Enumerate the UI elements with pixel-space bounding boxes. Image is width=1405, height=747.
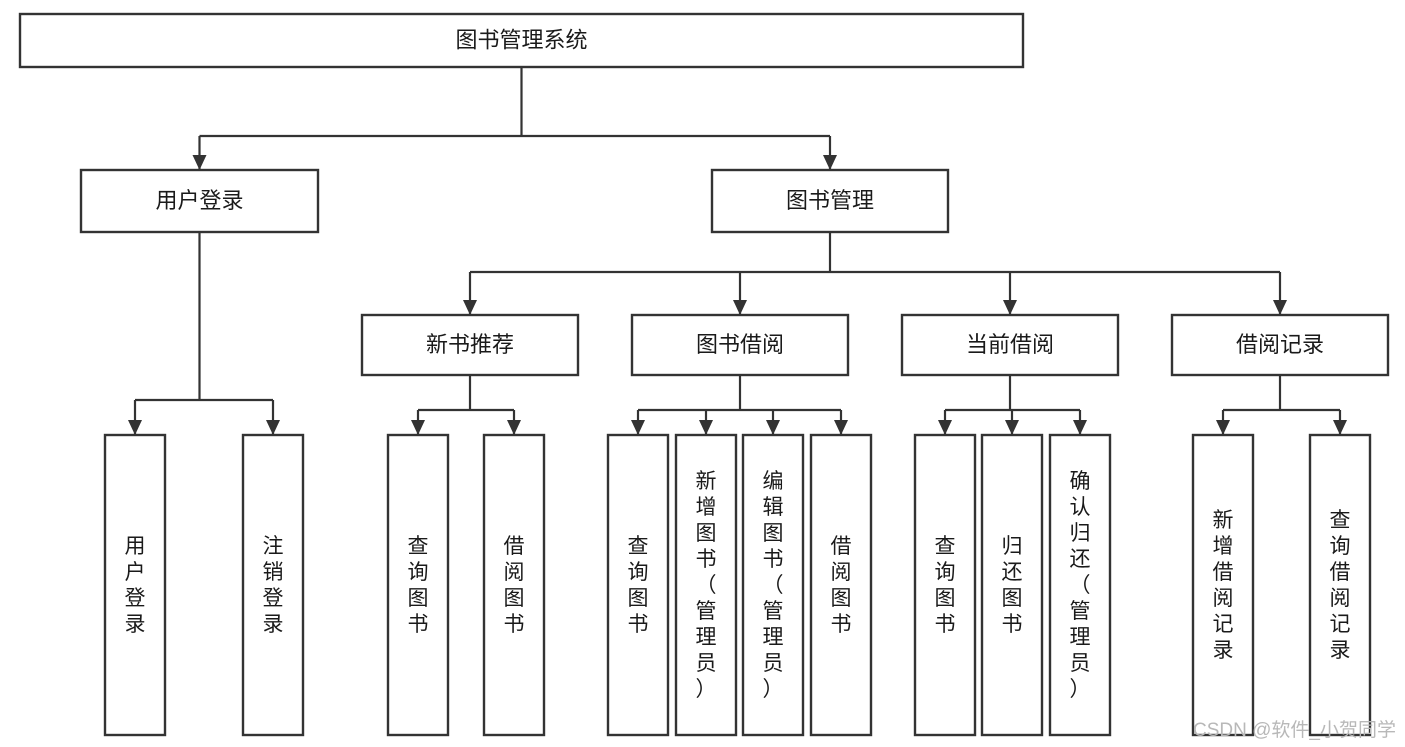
node-leaf-label: 确认归还（管理员） (1070, 470, 1091, 701)
node-leaf-label: 借阅图书 (831, 535, 852, 636)
node-root[interactable]: 图书管理系统 (18, 12, 1025, 69)
node-leaf[interactable]: 借阅图书 (482, 433, 546, 737)
node-leaf-box[interactable] (103, 433, 167, 737)
node-leaf[interactable]: 注销登录 (241, 433, 305, 737)
node-level3-box[interactable] (630, 313, 850, 377)
node-leaf[interactable]: 查询图书 (913, 433, 977, 737)
node-level3-box[interactable] (900, 313, 1120, 377)
node-leaf-label: 借阅图书 (504, 535, 525, 636)
node-leaf-label: 注销登录 (263, 535, 284, 636)
node-level3[interactable]: 新书推荐 (360, 313, 580, 377)
node-level3[interactable]: 借阅记录 (1170, 313, 1390, 377)
node-root-label: 图书管理系统 (455, 27, 587, 52)
node-leaf[interactable]: 编辑图书（管理员） (741, 433, 805, 737)
node-leaf-box[interactable] (482, 433, 546, 737)
node-leaf[interactable]: 新增借阅记录 (1191, 433, 1255, 737)
node-leaf[interactable]: 新增图书（管理员） (674, 433, 738, 737)
node-level2-box[interactable] (79, 168, 320, 234)
node-level3-label: 借阅记录 (1236, 332, 1324, 357)
node-leaf-label: 用户登录 (125, 535, 146, 636)
node-level3-label: 图书借阅 (696, 332, 784, 357)
node-leaf[interactable]: 查询图书 (386, 433, 450, 737)
node-layer: 图书管理系统用户登录图书管理新书推荐图书借阅当前借阅借阅记录用户登录注销登录查询… (18, 12, 1390, 737)
node-leaf[interactable]: 确认归还（管理员） (1048, 433, 1112, 737)
node-root-box[interactable] (18, 12, 1025, 69)
node-leaf-label: 查询图书 (408, 535, 429, 636)
node-leaf-box[interactable] (1308, 433, 1372, 737)
node-leaf-label: 新增借阅记录 (1213, 509, 1234, 662)
node-level2-label: 用户登录 (155, 188, 243, 213)
node-leaf-label: 查询图书 (628, 535, 649, 636)
watermark-label: CSDN @软件_小贺同学 (1193, 719, 1396, 741)
node-level2[interactable]: 用户登录 (79, 168, 320, 234)
node-leaf-label: 新增图书（管理员） (696, 470, 717, 701)
node-level2[interactable]: 图书管理 (710, 168, 950, 234)
node-leaf[interactable]: 借阅图书 (809, 433, 873, 737)
node-level3[interactable]: 图书借阅 (630, 313, 850, 377)
node-leaf-label: 查询图书 (935, 535, 956, 636)
node-leaf-box[interactable] (913, 433, 977, 737)
node-leaf[interactable]: 用户登录 (103, 433, 167, 737)
node-leaf-box[interactable] (809, 433, 873, 737)
node-leaf-label: 归还图书 (1002, 535, 1023, 636)
node-leaf[interactable]: 查询图书 (606, 433, 670, 737)
node-leaf[interactable]: 查询借阅记录 (1308, 433, 1372, 737)
node-level3[interactable]: 当前借阅 (900, 313, 1120, 377)
node-leaf-label: 查询借阅记录 (1330, 509, 1351, 662)
node-leaf-box[interactable] (741, 433, 805, 737)
node-level3-box[interactable] (360, 313, 580, 377)
node-level2-box[interactable] (710, 168, 950, 234)
node-leaf-label: 编辑图书（管理员） (763, 470, 784, 701)
node-leaf-box[interactable] (241, 433, 305, 737)
node-level2-label: 图书管理 (786, 188, 874, 213)
node-leaf-box[interactable] (674, 433, 738, 737)
connector-layer (128, 67, 1347, 435)
node-leaf-box[interactable] (386, 433, 450, 737)
node-leaf[interactable]: 归还图书 (980, 433, 1044, 737)
node-leaf-box[interactable] (980, 433, 1044, 737)
node-level3-label: 当前借阅 (966, 332, 1054, 357)
node-leaf-box[interactable] (1048, 433, 1112, 737)
node-level3-label: 新书推荐 (426, 332, 514, 357)
node-leaf-box[interactable] (1191, 433, 1255, 737)
node-leaf-box[interactable] (606, 433, 670, 737)
node-level3-box[interactable] (1170, 313, 1390, 377)
